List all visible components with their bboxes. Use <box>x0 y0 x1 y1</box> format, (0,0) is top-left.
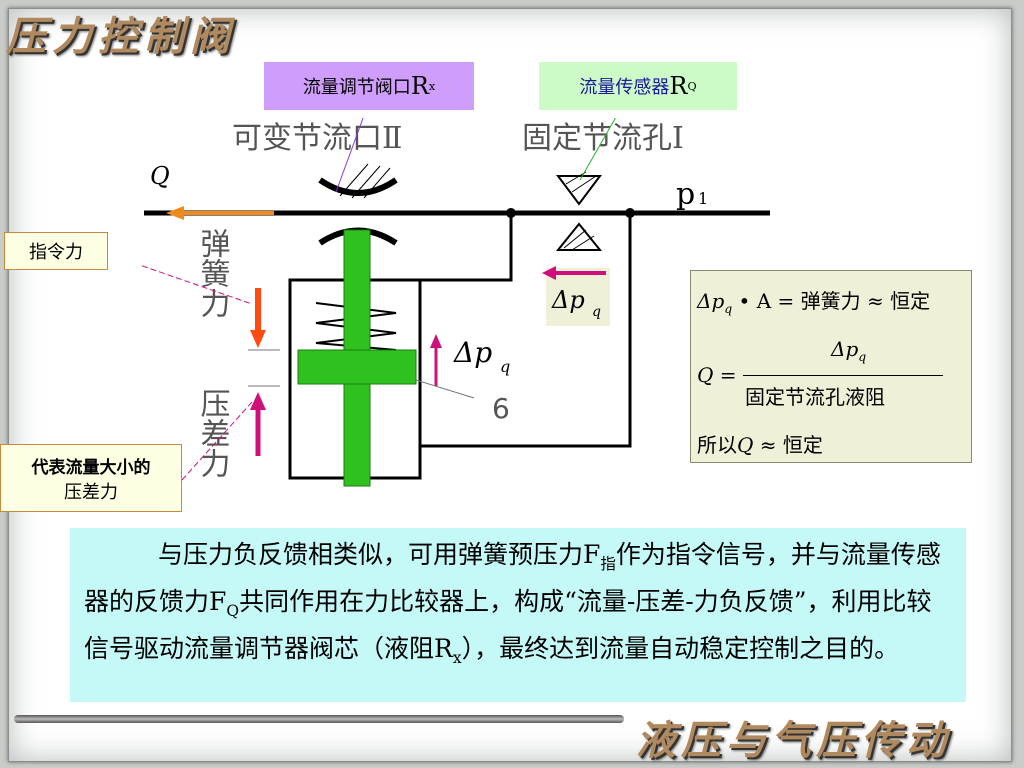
valve-diagram: 可变节流口Ⅱ 固定节流孔Ⅰ Q p 1 弹簧力 压差力 Δp q 6 Δ <box>140 118 770 510</box>
formula-denominator: 固定节流孔液阻 <box>745 385 885 409</box>
orifice-dp-box <box>546 268 610 326</box>
valve-port-subscript: x <box>428 79 436 93</box>
valve-port-text: 流量调节阀口 <box>302 77 411 98</box>
orifice-dp-symbol: Δp <box>551 286 585 314</box>
dp-subscript: q <box>500 357 510 376</box>
flow-arrow-head <box>166 206 184 220</box>
pressure-force-callout: 代表流量大小的 压差力 <box>0 444 182 512</box>
spring-force-label: 弹簧力 <box>195 228 230 318</box>
dp-symbol: Δp <box>453 336 492 369</box>
fraction-bar <box>743 375 943 376</box>
pressure-subscript: 1 <box>698 189 708 208</box>
flow-symbol: Q <box>150 162 170 190</box>
slide-footer: 液压与气压传动 <box>636 717 951 764</box>
formula-box: Δpq • A = 弹簧力 ≈ 恒定 Δpq Q = 固定节流孔液阻 所以Q ≈… <box>690 270 972 463</box>
command-pointer <box>140 264 253 305</box>
formula-q-equals: Q = <box>697 363 737 387</box>
pressure-line-upper <box>420 213 513 282</box>
sensor-symbol: R <box>669 72 688 100</box>
pressure-line-lower <box>420 213 632 448</box>
spool-piston <box>297 349 417 385</box>
variable-throttle-label: 可变节流口Ⅱ <box>232 121 402 156</box>
sensor-subscript: Q <box>687 79 697 93</box>
explanation-paragraph: 与压力负反馈相类似，可用弹簧预压力F指作为指令信号，并与流量传感器的反馈力FQ共… <box>70 528 966 702</box>
formula-spring-const: 弹簧力 ≈ 恒定 <box>800 289 931 313</box>
pressure-symbol: p <box>676 177 695 212</box>
slide-title: 压力控制阀 <box>6 13 236 60</box>
orifice-dp-subscript: q <box>592 304 601 320</box>
pressure-force-line1: 代表流量大小的 <box>31 457 151 478</box>
orifice-triangle-bottom <box>555 222 603 251</box>
formula-dp: Δp <box>697 289 725 313</box>
formula-numerator: Δpq <box>831 337 867 364</box>
valve-port-pointer <box>335 118 364 193</box>
formula-line3: 所以Q ≈ 恒定 <box>697 433 823 457</box>
valve-port-symbol: R <box>410 72 429 100</box>
formula-line1: Δpq • A = 弹簧力 ≈ 恒定 <box>697 285 930 316</box>
diff-force-label: 压差力 <box>195 388 231 478</box>
sensor-text: 流量传感器 <box>579 77 670 98</box>
part-number: 6 <box>492 392 510 425</box>
formula-dp-sub: q <box>724 301 733 316</box>
sensor-pointer <box>579 118 617 181</box>
formula-dot-a: • A = <box>732 289 801 313</box>
footer-divider <box>14 715 624 723</box>
fixed-orifice-label: 固定节流孔Ⅰ <box>522 121 684 156</box>
pressure-force-line2: 压差力 <box>64 481 118 503</box>
throttle-arc-top <box>318 177 398 196</box>
command-force-callout: 指令力 <box>4 232 108 270</box>
